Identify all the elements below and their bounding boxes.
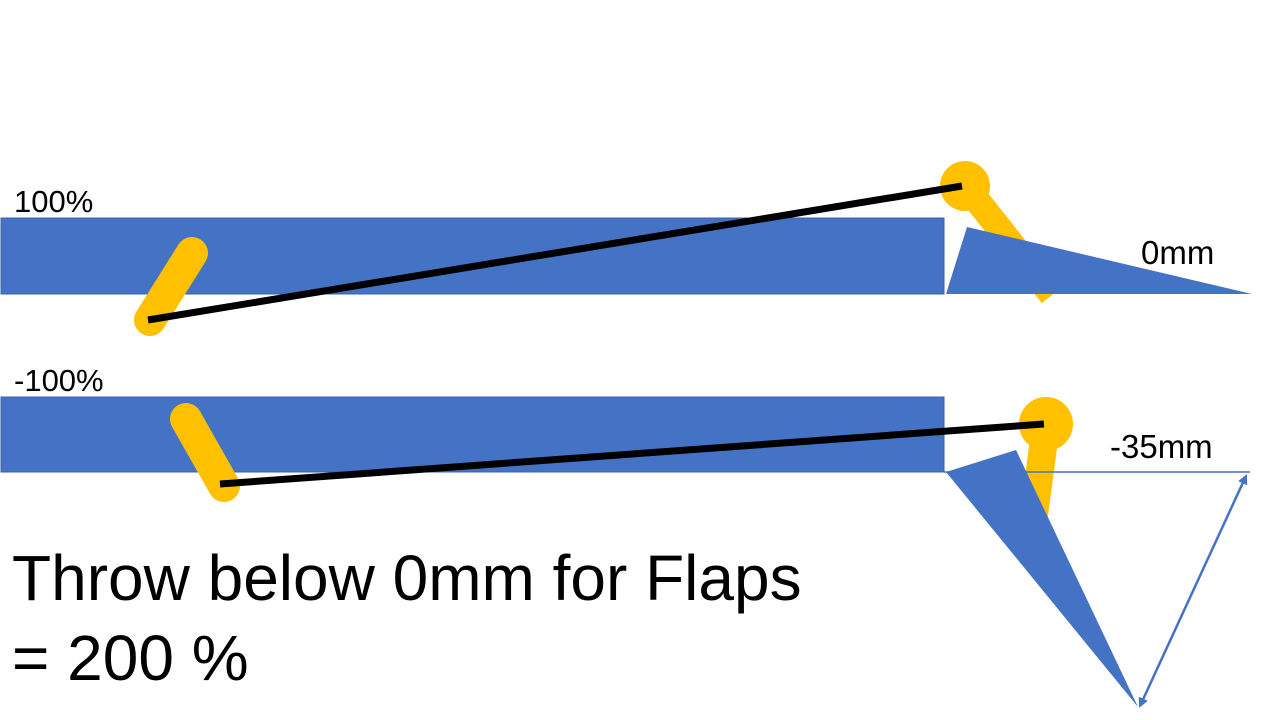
throw-measure-arrow bbox=[1138, 474, 1248, 708]
top-percent-label: 100% bbox=[14, 184, 94, 219]
top-pushrod bbox=[147, 182, 963, 324]
bottom-flap bbox=[946, 450, 1138, 707]
bottom-throw-label: -35mm bbox=[1110, 428, 1213, 465]
top-wing bbox=[0, 217, 945, 295]
bottom-wing bbox=[0, 396, 945, 473]
bottom-pushrod bbox=[219, 420, 1045, 488]
top-throw-label: 0mm bbox=[1141, 234, 1215, 271]
caption-line-2: = 200 % bbox=[12, 622, 249, 694]
bottom-servo-arm bbox=[170, 403, 240, 502]
caption: Throw below 0mm for Flaps = 200 % bbox=[12, 538, 802, 698]
bottom-percent-label: -100% bbox=[14, 363, 104, 398]
top-servo-arm bbox=[134, 237, 208, 336]
top-flap bbox=[946, 227, 1252, 294]
caption-line-1: Throw below 0mm for Flaps bbox=[12, 542, 802, 614]
